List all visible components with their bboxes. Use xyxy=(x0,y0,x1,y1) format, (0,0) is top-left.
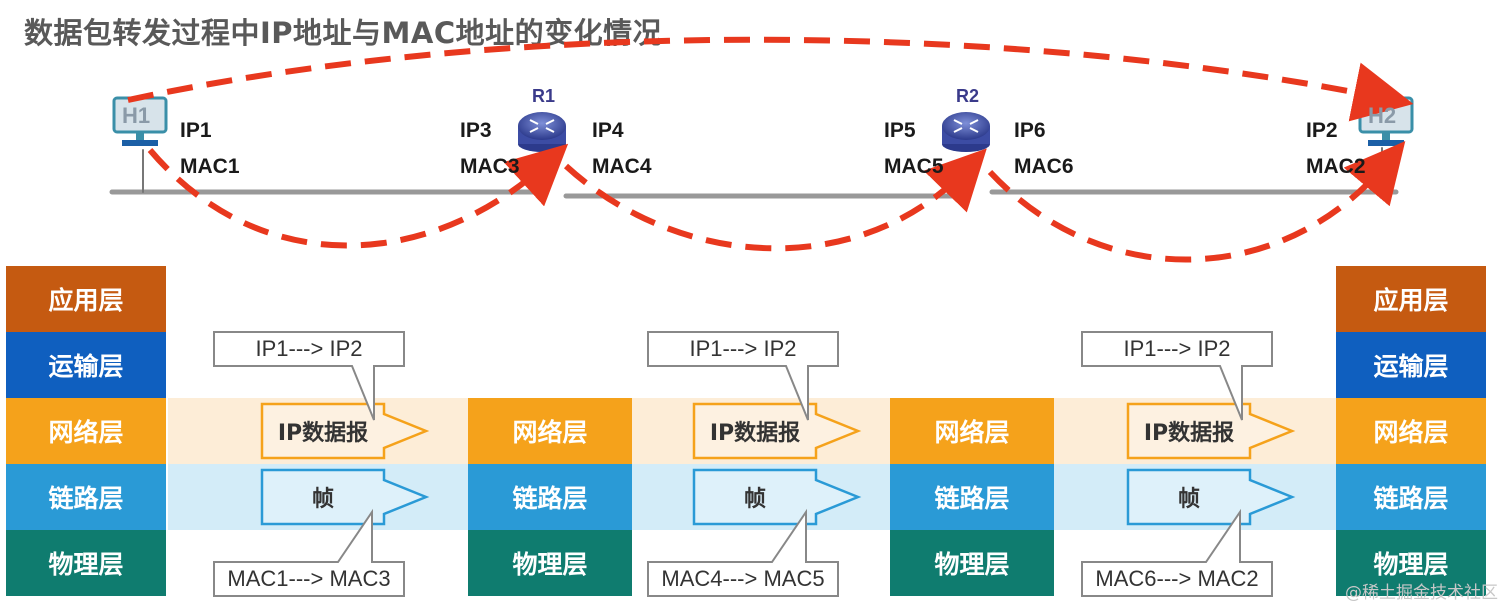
h1-application-layer: 应用层 xyxy=(6,266,166,332)
h1-link-layer: 链路层 xyxy=(6,464,166,530)
h1-transport-layer: 运输层 xyxy=(6,332,166,398)
r2-left-ip: IP5 xyxy=(884,119,916,142)
h2-application-layer: 应用层 xyxy=(1336,266,1486,332)
r1-physical-layer: 物理层 xyxy=(468,530,632,596)
r1-right-mac: MAC4 xyxy=(592,155,652,178)
segment-3-frame-label: 帧 xyxy=(1177,487,1200,512)
watermark: @稀土掘金技术社区 xyxy=(1345,583,1498,603)
r2-network-layer: 网络层 xyxy=(890,398,1054,464)
r2-right-mac: MAC6 xyxy=(1014,155,1074,178)
segment-2-packet-label: IP数据报 xyxy=(709,421,801,446)
router-r1-icon xyxy=(518,112,566,152)
r1-link-layer: 链路层 xyxy=(468,464,632,530)
diagram-title: 数据包转发过程中IP地址与MAC地址的变化情况 xyxy=(24,16,663,50)
r2-right-address: IP6 MAC6 xyxy=(1014,113,1074,185)
router-r2-label: R2 xyxy=(956,86,980,106)
network-links xyxy=(109,147,1399,199)
r1-right-address: IP4 MAC4 xyxy=(592,113,652,185)
h1-ip: IP1 xyxy=(180,119,212,142)
link-band xyxy=(168,464,1336,530)
segment-1-mac-label: MAC1---> MAC3 xyxy=(227,566,391,591)
r1-left-mac: MAC3 xyxy=(460,155,520,178)
segment-3-packet-label: IP数据报 xyxy=(1143,421,1235,446)
r1-left-ip: IP3 xyxy=(460,119,492,142)
r2-link-layer: 链路层 xyxy=(890,464,1054,530)
segment-1-frame-label: 帧 xyxy=(311,487,334,512)
h1-network-layer: 网络层 xyxy=(6,398,166,464)
frame-arrows xyxy=(260,468,1296,526)
segment-2-ip-label: IP1---> IP2 xyxy=(689,336,797,361)
ip-callouts xyxy=(213,331,1273,421)
h2-link-layer: 链路层 xyxy=(1336,464,1486,530)
r2-physical-layer: 物理层 xyxy=(890,530,1054,596)
packet-arrows xyxy=(260,402,1296,460)
segment-1-packet-label: IP数据报 xyxy=(277,421,369,446)
segment-3-ip-label: IP1---> IP2 xyxy=(1123,336,1231,361)
h2-address: IP2 MAC2 xyxy=(1306,113,1366,185)
network-band xyxy=(168,398,1336,464)
h2-ip: IP2 xyxy=(1306,119,1338,142)
segment-3-mac-label: MAC6---> MAC2 xyxy=(1095,566,1259,591)
r2-left-address: IP5 MAC5 xyxy=(884,113,944,185)
h1-address: IP1 MAC1 xyxy=(180,113,240,185)
host-h2-label: H2 xyxy=(1368,103,1397,128)
r1-left-address: IP3 MAC3 xyxy=(460,113,520,185)
segment-2-frame-label: 帧 xyxy=(743,487,766,512)
r2-left-mac: MAC5 xyxy=(884,155,944,178)
segment-1-ip-label: IP1---> IP2 xyxy=(255,336,363,361)
router-r2-icon xyxy=(942,112,990,152)
r2-right-ip: IP6 xyxy=(1014,119,1046,142)
mac-callouts xyxy=(213,508,1273,597)
h2-mac: MAC2 xyxy=(1306,155,1366,178)
h2-transport-layer: 运输层 xyxy=(1336,332,1486,398)
h1-physical-layer: 物理层 xyxy=(6,530,166,596)
segment-2-mac-label: MAC4---> MAC5 xyxy=(661,566,825,591)
host-h1-label: H1 xyxy=(122,103,151,128)
r1-network-layer: 网络层 xyxy=(468,398,632,464)
router-r1-label: R1 xyxy=(532,86,556,106)
r1-right-ip: IP4 xyxy=(592,119,624,142)
h2-network-layer: 网络层 xyxy=(1336,398,1486,464)
end-to-end-path xyxy=(127,36,1414,122)
hop-paths xyxy=(147,141,1406,263)
h1-mac: MAC1 xyxy=(180,155,240,178)
h2-physical-layer: 物理层 xyxy=(1336,530,1486,596)
